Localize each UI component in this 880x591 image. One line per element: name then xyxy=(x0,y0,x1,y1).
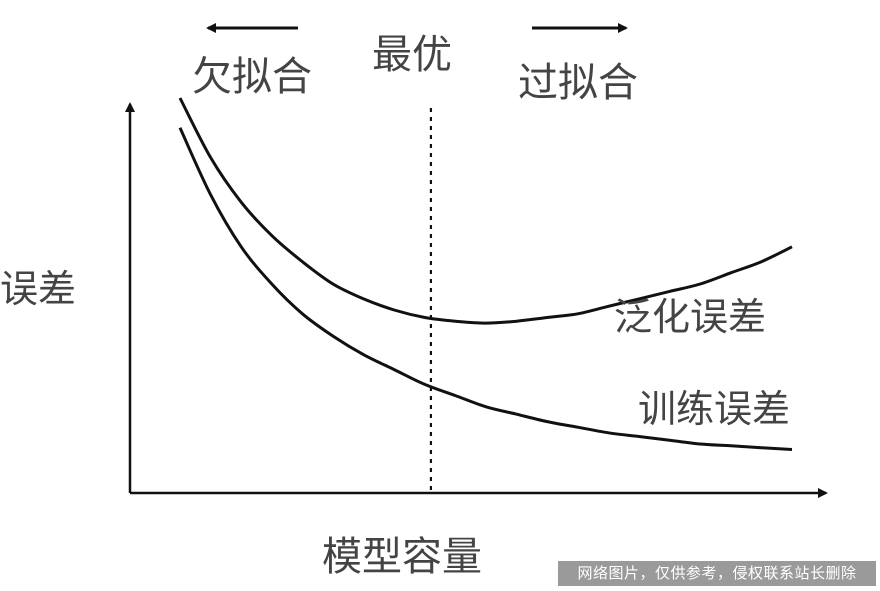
overfit-label: 过拟合 xyxy=(518,60,638,106)
watermark-banner: 网络图片，仅供参考，侵权联系站长删除 xyxy=(558,561,876,586)
training-error-label: 训练误差 xyxy=(638,387,790,431)
y-axis-label: 误差 xyxy=(0,267,76,311)
underfit-label: 欠拟合 xyxy=(192,54,312,100)
x-axis-label: 模型容量 xyxy=(322,534,482,580)
optimal-label: 最优 xyxy=(372,32,452,78)
training-error-curve xyxy=(178,127,793,451)
generalization-error-label: 泛化误差 xyxy=(614,295,766,339)
generalization-error-curve xyxy=(178,97,793,325)
